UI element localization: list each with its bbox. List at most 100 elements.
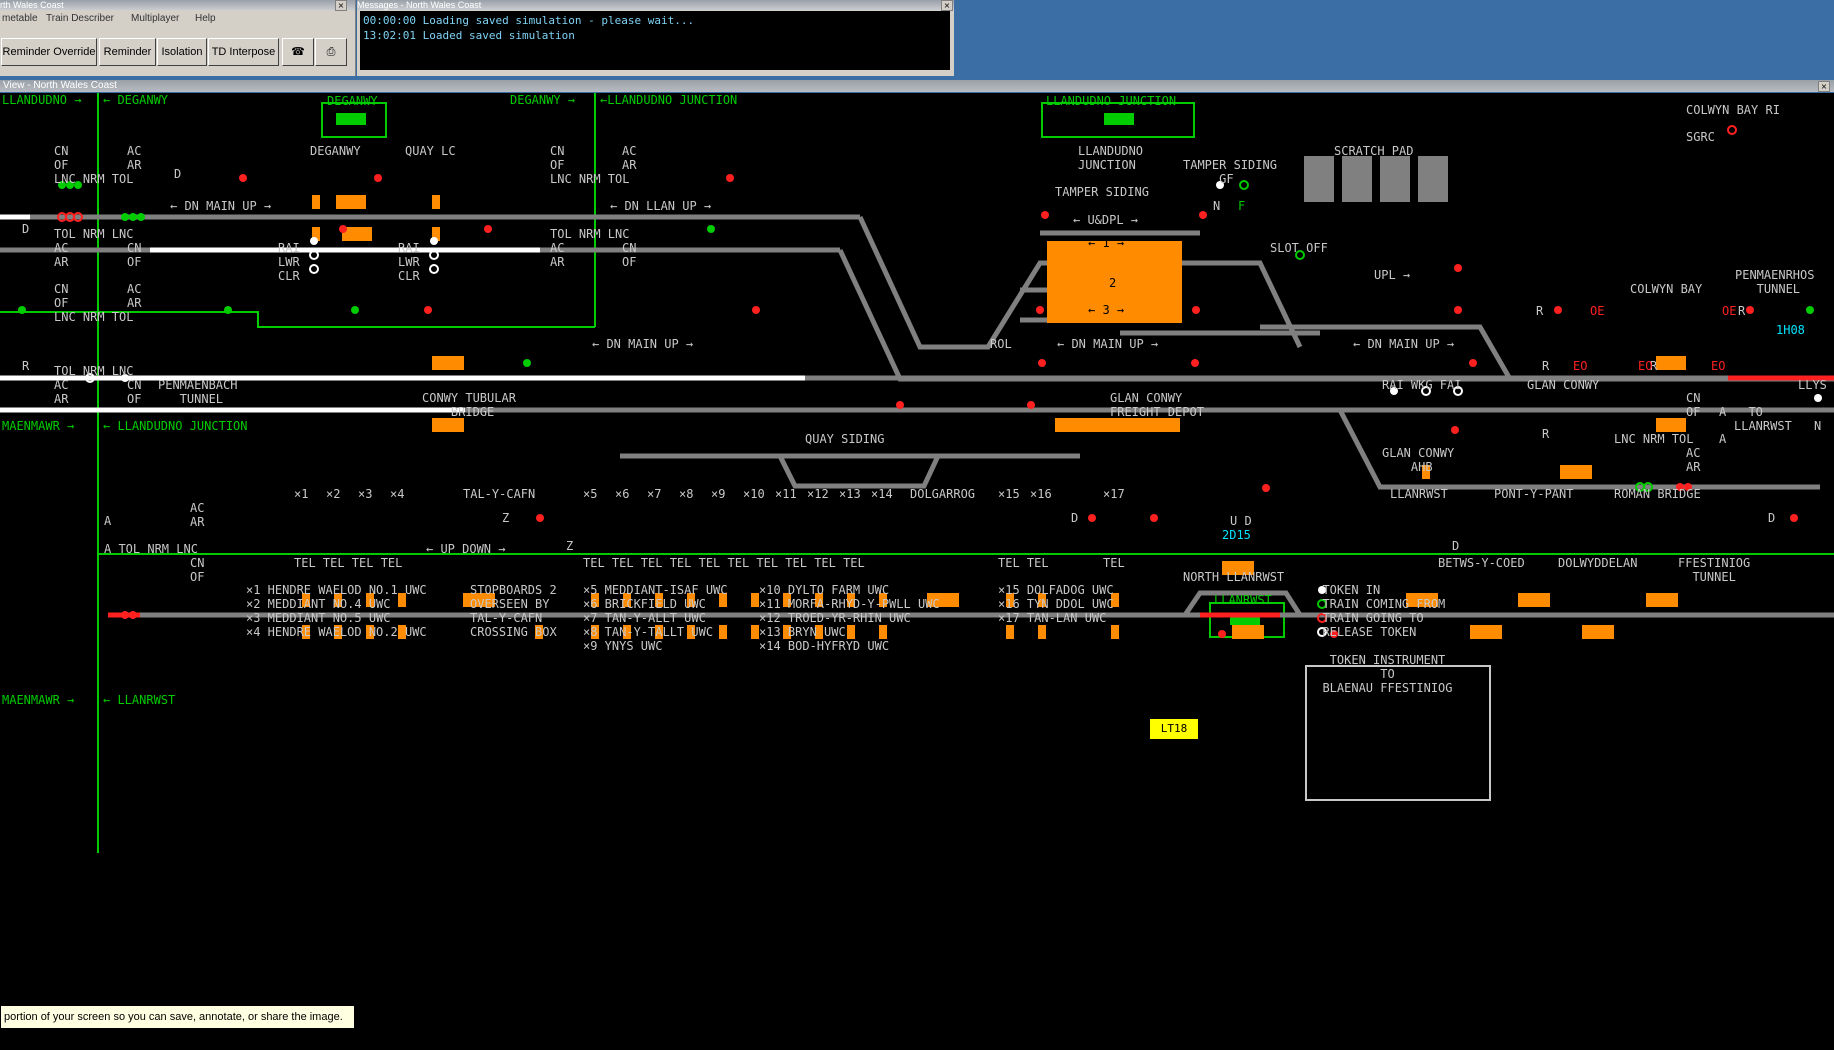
isolation-button[interactable]: Isolation: [157, 38, 207, 66]
messages-list: 00:00:00 Loading saved simulation - plea…: [360, 11, 950, 70]
label-r6: R: [1542, 427, 1550, 441]
label-uwc-c: ×10 DYLTO FARM UWC ×11 MORFA-RHYD-Y-PWLL…: [759, 583, 940, 653]
label-ac5: AC: [127, 282, 142, 296]
label-ac8: AC: [190, 501, 205, 515]
close-icon[interactable]: ×: [1818, 81, 1830, 92]
label-lnc4: LNC NRM TOL: [1614, 432, 1694, 446]
label-llanrwst-box: LLANRWST: [1214, 593, 1272, 607]
label-sgrc: SGRC: [1686, 130, 1715, 144]
reminder-override-button[interactable]: Reminder Override: [1, 38, 97, 66]
label-dolwyddelan: DOLWYDDELAN: [1558, 556, 1638, 570]
label-ar8: AR: [190, 515, 205, 529]
label-ac2: AC: [622, 144, 637, 158]
label-glan-conwy-ahb: GLAN CONWY AHB: [1382, 446, 1455, 474]
label-llandudno-jct-box: LLANDUDNO JUNCTION: [1046, 94, 1177, 108]
signals: [18, 125, 1822, 638]
label-deganwy-right: DEGANWY →: [510, 93, 576, 107]
label-of5: OF: [54, 296, 69, 310]
label-udpl: ← U&DPL →: [1073, 213, 1139, 227]
label-tel-d: TEL: [1103, 556, 1125, 570]
label-rol: ROL: [990, 337, 1012, 351]
label-cn3: CN: [127, 241, 142, 255]
menu-help[interactable]: Help: [195, 13, 216, 24]
label-tol2: TOL NRM LNC: [550, 227, 630, 241]
label-ac3: AC: [54, 241, 69, 255]
message-line: 13:02:01 Loaded saved simulation: [363, 29, 575, 42]
label-d1: D: [174, 167, 182, 181]
label-x3: ×3: [358, 487, 373, 501]
label-eo4: EO: [1638, 359, 1653, 373]
label-d5: D: [1452, 539, 1460, 553]
label-rai2: RAI: [398, 241, 420, 255]
label-upl: UPL →: [1374, 268, 1411, 282]
label-of7: OF: [1686, 405, 1701, 419]
label-plat4: 4: [1109, 358, 1117, 372]
label-tel-c: TEL TEL: [998, 556, 1049, 570]
message-line: 00:00:00 Loading saved simulation - plea…: [363, 14, 695, 27]
label-cn1: CN: [54, 144, 69, 158]
label-uwc-a: ×1 HENDRE WAELOD NO.1 UWC ×2 MEDDIANT NO…: [246, 583, 427, 639]
label-x6: ×6: [615, 487, 630, 501]
phone-icon[interactable]: ☎: [282, 38, 314, 66]
label-ffestiniog: FFESTINIOG TUNNEL: [1678, 556, 1751, 584]
label-slot-off: SLOT OFF: [1270, 241, 1328, 255]
label-x13: ×13: [839, 487, 861, 501]
label-lnc3: LNC NRM TOL: [54, 310, 134, 324]
label-of1: OF: [54, 158, 69, 172]
label-ar3: AR: [54, 255, 69, 269]
label-r3: R: [1738, 304, 1746, 318]
reminder-button[interactable]: Reminder: [99, 38, 156, 66]
track-diagram[interactable]: [0, 93, 1834, 1050]
label-tel-a: TEL TEL TEL TEL: [294, 556, 403, 570]
label-cn7: CN: [1686, 391, 1701, 405]
label-tol3: TOL NRM LNC: [54, 364, 134, 378]
label-plat1: ← 1 →: [1088, 236, 1125, 250]
label-colwyn-bay-ri: COLWYN BAY RI: [1686, 103, 1780, 117]
label-dn-main-up-4: ← DN MAIN UP →: [1353, 337, 1455, 351]
label-a-tol: A TOL NRM LNC: [104, 542, 198, 556]
label-pont-y-pant: PONT-Y-PANT: [1494, 487, 1574, 501]
close-icon[interactable]: ×: [335, 0, 347, 11]
label-z2: Z: [566, 539, 574, 553]
tooltip: portion of your screen so you can save, …: [0, 1005, 355, 1029]
label-eo5: EO: [1711, 359, 1726, 373]
label-of8: OF: [190, 570, 205, 584]
label-penmaenmawr-2: MAENMAWR →: [2, 693, 75, 707]
label-f1: F: [1238, 199, 1246, 213]
view-window-title: View - North Wales Coast ×: [0, 80, 1834, 92]
label-quay-lc: QUAY LC: [405, 144, 456, 158]
main-window-title: rth Wales Coast: [0, 0, 355, 10]
menu-timetable[interactable]: metable: [2, 13, 38, 24]
label-uwc-d: ×15 DOLFADOG UWC ×16 TYN DDOL UWC ×17 TA…: [998, 583, 1114, 625]
label-ac4: AC: [550, 241, 565, 255]
label-x5: ×5: [583, 487, 598, 501]
label-ar2: AR: [622, 158, 637, 172]
lt18-tag[interactable]: LT18: [1150, 719, 1198, 739]
label-llandudno-left: LLANDUDNO →: [2, 93, 82, 107]
label-of2: OF: [550, 158, 565, 172]
menu-multiplayer[interactable]: Multiplayer: [131, 13, 180, 24]
label-cn6: CN: [127, 378, 142, 392]
label-dn-main-up-2: ← DN MAIN UP →: [592, 337, 694, 351]
label-lwr2: LWR: [398, 255, 420, 269]
label-rai1: RAI: [278, 241, 300, 255]
label-llanrwst-bottom: ← LLANRWST: [103, 693, 176, 707]
label-a3: A: [1719, 432, 1727, 446]
label-n2: N: [1814, 419, 1822, 433]
label-lwr1: LWR: [278, 255, 300, 269]
printer-icon[interactable]: ⎙: [315, 38, 347, 66]
td-interpose-button[interactable]: TD Interpose: [208, 38, 279, 66]
label-of3: OF: [127, 255, 142, 269]
label-stopboards: STOPBOARDS 2 OVERSEEN BY TAL-Y-CAFN CROS…: [470, 583, 557, 639]
label-ar4: AR: [550, 255, 565, 269]
close-icon[interactable]: ×: [941, 0, 953, 11]
label-up-down: ← UP DOWN →: [426, 542, 506, 556]
area-dividers: [0, 93, 1834, 853]
label-a1: A: [104, 514, 112, 528]
menu-train-describer[interactable]: Train Describer: [46, 13, 114, 24]
label-penmaenrhos: PENMAENRHOS TUNNEL: [1735, 268, 1815, 296]
label-token-legend: TOKEN IN TRAIN COMING FROM TRAIN GOING T…: [1322, 583, 1453, 695]
label-x8: ×8: [679, 487, 694, 501]
label-x10: ×10: [743, 487, 765, 501]
